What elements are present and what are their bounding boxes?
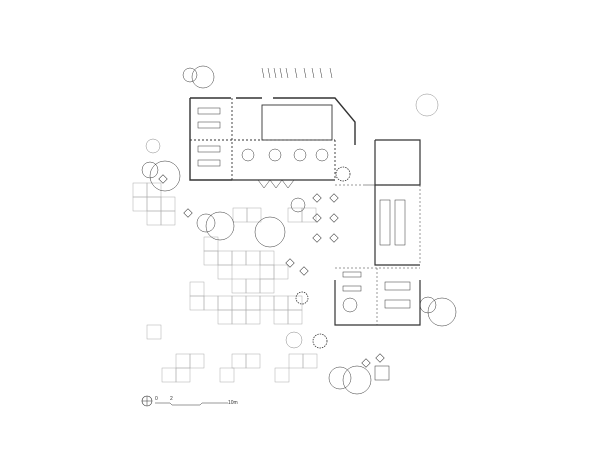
planter-circle xyxy=(145,138,161,154)
round-bench xyxy=(295,291,309,305)
scale-bar xyxy=(141,395,228,407)
desks xyxy=(197,107,221,167)
north-building xyxy=(189,97,356,189)
round-bench xyxy=(312,333,328,349)
round-tables xyxy=(241,148,329,162)
south-east-building xyxy=(334,267,421,326)
paving-grid xyxy=(132,182,318,383)
planter-circle xyxy=(415,93,439,117)
trees xyxy=(141,65,457,395)
round-bench xyxy=(335,166,351,182)
east-building xyxy=(335,139,421,266)
planter-circle xyxy=(285,331,303,349)
scale-label-0: 0 xyxy=(155,396,158,402)
terrace-tables xyxy=(158,174,385,368)
scale-label-2: 2 xyxy=(170,396,173,402)
bike-racks xyxy=(261,67,333,79)
scale-label-10m: 10m xyxy=(228,400,238,406)
pavilion xyxy=(374,365,390,381)
